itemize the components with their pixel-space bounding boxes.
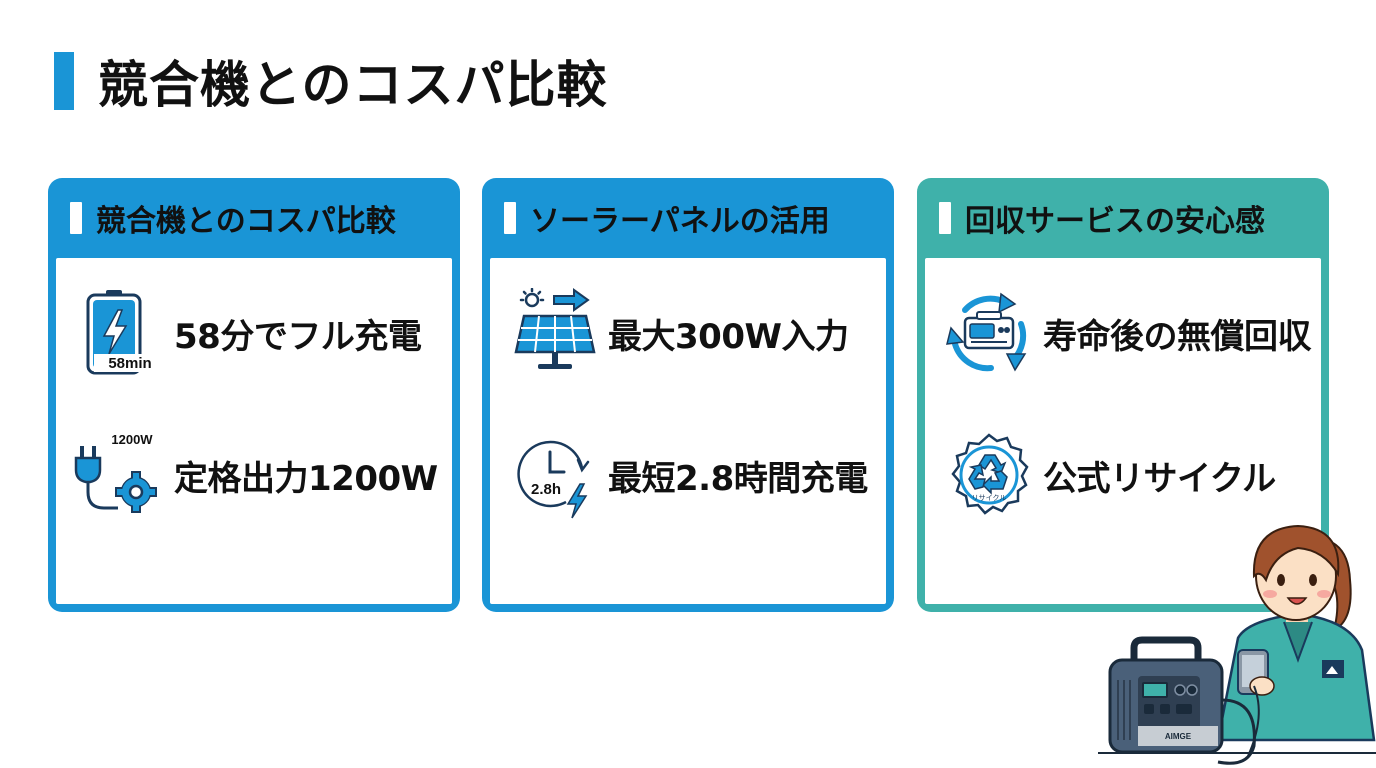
icon-text: 58min bbox=[108, 355, 151, 372]
card-header: 回収サービスの安心感 bbox=[925, 178, 1321, 258]
title-accent-bar bbox=[54, 52, 74, 110]
feature-item: 2.8h 最短2.8時間充電 bbox=[508, 430, 868, 520]
icon-text: 1200W bbox=[111, 432, 153, 447]
header-accent-bar bbox=[70, 202, 82, 234]
feature-label: 寿命後の無償回収 bbox=[1043, 316, 1312, 357]
feature-item: 寿命後の無償回収 bbox=[943, 288, 1312, 378]
feature-label: 最短2.8時間充電 bbox=[608, 458, 868, 499]
device-brand: AIMGE bbox=[1165, 732, 1192, 741]
card-body: 58min 58分でフル充電 1200W bbox=[56, 258, 452, 604]
feature-label: 58分でフル充電 bbox=[174, 316, 422, 357]
feature-label: 定格出力1200W bbox=[174, 458, 438, 499]
card-recycling-service: 回収サービスの安心感 bbox=[917, 178, 1329, 612]
recycle-device-icon bbox=[943, 288, 1035, 378]
card-header: 競合機とのコスパ比較 bbox=[56, 178, 452, 258]
card-body: 寿命後の無償回収 リサイクル 公式リサイク bbox=[925, 258, 1321, 604]
card-title: ソーラーパネルの活用 bbox=[530, 204, 830, 239]
feature-item: 1200W bbox=[74, 430, 438, 520]
card-title: 競合機とのコスパ比較 bbox=[96, 204, 396, 239]
icon-text: 2.8h bbox=[531, 481, 561, 498]
card-solar-panel: ソーラーパネルの活用 bbox=[482, 178, 894, 612]
icon-text: リサイクル bbox=[972, 494, 1007, 502]
clock-charge-icon: 2.8h bbox=[508, 430, 600, 520]
header-accent-bar bbox=[939, 202, 951, 234]
feature-item: 58min 58分でフル充電 bbox=[74, 288, 422, 378]
feature-label: 最大300W入力 bbox=[608, 316, 849, 357]
battery-charging-icon: 58min bbox=[74, 288, 166, 378]
card-body: 最大300W入力 2.8h 最短2.8時間充電 bbox=[490, 258, 886, 604]
card-cost-performance: 競合機とのコスパ比較 58min 58分でフル充電 1200W bbox=[48, 178, 460, 612]
mascot-illustration: AIMGE bbox=[1098, 510, 1376, 768]
solar-panel-icon bbox=[508, 288, 600, 378]
card-header: ソーラーパネルの活用 bbox=[490, 178, 886, 258]
page-title: 競合機とのコスパ比較 bbox=[98, 56, 608, 114]
feature-item: 最大300W入力 bbox=[508, 288, 849, 378]
card-title: 回収サービスの安心感 bbox=[965, 204, 1265, 239]
page-header: 競合機とのコスパ比較 bbox=[54, 50, 608, 114]
feature-item: リサイクル 公式リサイクル bbox=[943, 430, 1276, 520]
feature-label: 公式リサイクル bbox=[1043, 458, 1276, 499]
plug-gear-icon: 1200W bbox=[74, 430, 166, 520]
recycle-badge-icon: リサイクル bbox=[943, 430, 1035, 520]
header-accent-bar bbox=[504, 202, 516, 234]
